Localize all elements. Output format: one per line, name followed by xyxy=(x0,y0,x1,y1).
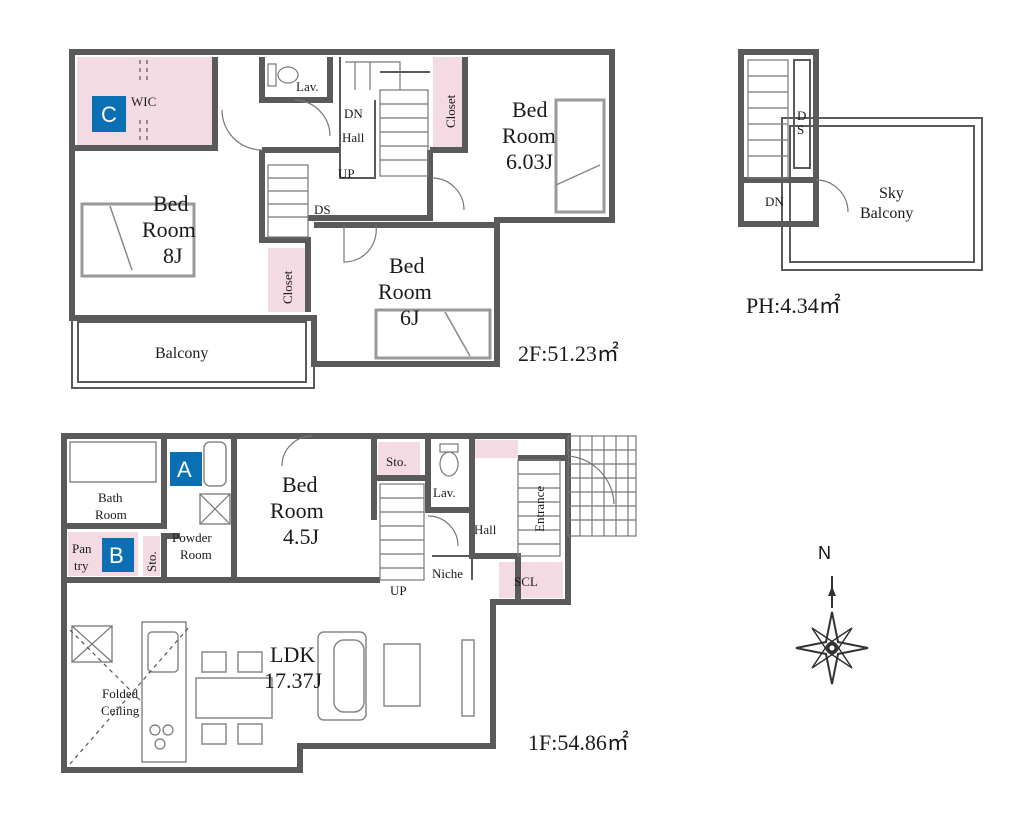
bed-6-line3: 6J xyxy=(400,305,420,330)
badge-b xyxy=(102,538,134,572)
powder-line2: Room xyxy=(180,547,212,562)
closet-top-label: Closet xyxy=(443,94,458,128)
badge-a-label: A xyxy=(177,457,192,482)
niche-label: Niche xyxy=(432,566,463,581)
wic-label: WIC xyxy=(131,94,156,109)
second-floor-plan xyxy=(69,49,615,389)
ds-ph-line2: S xyxy=(797,122,804,137)
closet-left-label: Closet xyxy=(280,270,295,304)
bed-603-line2: Room xyxy=(502,123,556,148)
bath-line2: Room xyxy=(95,507,127,522)
balcony-inner xyxy=(77,321,307,383)
pantry-line2: try xyxy=(74,558,89,573)
up-1f-label: UP xyxy=(390,583,407,598)
badge-b-label: B xyxy=(109,543,124,568)
folded-line2: Ceiling xyxy=(101,703,140,718)
closet-top-area xyxy=(433,57,463,147)
penthouse-area: PH:4.34㎡ xyxy=(746,293,841,318)
ds-2f-label: DS xyxy=(314,202,331,217)
sky-balcony-line1: Sky xyxy=(879,185,904,202)
ldk-line1: LDK xyxy=(270,642,315,667)
compass-rose xyxy=(795,576,869,685)
dn-ph-label: DN xyxy=(765,194,784,209)
up-2f-label: UP xyxy=(338,166,355,181)
bed-furniture-8j xyxy=(80,202,196,278)
entrance-label: Entrance xyxy=(532,486,547,532)
sky-balcony-line2: Balcony xyxy=(860,205,913,222)
hall-2f-label: Hall xyxy=(342,130,365,145)
bed-8-line1: Bed xyxy=(153,191,188,216)
sto-small-label: Sto. xyxy=(144,551,159,572)
folded-line1: Folded xyxy=(102,686,139,701)
bed-furniture-6j xyxy=(374,308,492,360)
stairs-2f xyxy=(267,61,429,238)
scl-label: SCL xyxy=(514,574,538,589)
lav-2f-label: Lav. xyxy=(296,79,319,94)
bed-6-line1: Bed xyxy=(389,253,424,278)
bed-45-line2: Room xyxy=(270,498,324,523)
ldk-line2: 17.37J xyxy=(264,668,323,693)
powder-line1: Powder xyxy=(172,530,212,545)
balcony-outline xyxy=(71,318,315,389)
dn-label: DN xyxy=(344,106,363,121)
entrance-porch xyxy=(567,435,637,537)
badge-c xyxy=(92,96,126,132)
bed-furniture-603 xyxy=(554,98,606,214)
balcony-label: Balcony xyxy=(155,345,208,362)
compass-n-label: N xyxy=(818,543,831,563)
bed-45-line1: Bed xyxy=(282,472,317,497)
closet-left-area xyxy=(268,248,308,312)
sto-label: Sto. xyxy=(386,454,407,469)
pantry-line1: Pan xyxy=(72,541,92,556)
ds-ph-line1: D xyxy=(797,108,806,123)
second-floor-area: 2F:51.23㎡ xyxy=(518,341,619,366)
hall-1f-label: Hall xyxy=(474,522,497,537)
penthouse-plan xyxy=(738,49,983,271)
bed-6-line2: Room xyxy=(378,279,432,304)
first-floor-area: 1F:54.86㎡ xyxy=(528,730,629,755)
badge-a xyxy=(170,452,202,486)
bed-45-line3: 4.5J xyxy=(283,524,320,549)
bath-line1: Bath xyxy=(98,490,123,505)
bed-8-line2: Room xyxy=(142,217,196,242)
bed-603-line1: Bed xyxy=(512,97,547,122)
bed-8-line3: 8J xyxy=(163,243,183,268)
bed-603-line3: 6.03J xyxy=(506,149,554,174)
first-floor-plan xyxy=(61,433,637,773)
badge-c-label: C xyxy=(101,102,117,127)
lav-1f-label: Lav. xyxy=(433,485,456,500)
second-floor-outer-wall xyxy=(69,49,615,367)
